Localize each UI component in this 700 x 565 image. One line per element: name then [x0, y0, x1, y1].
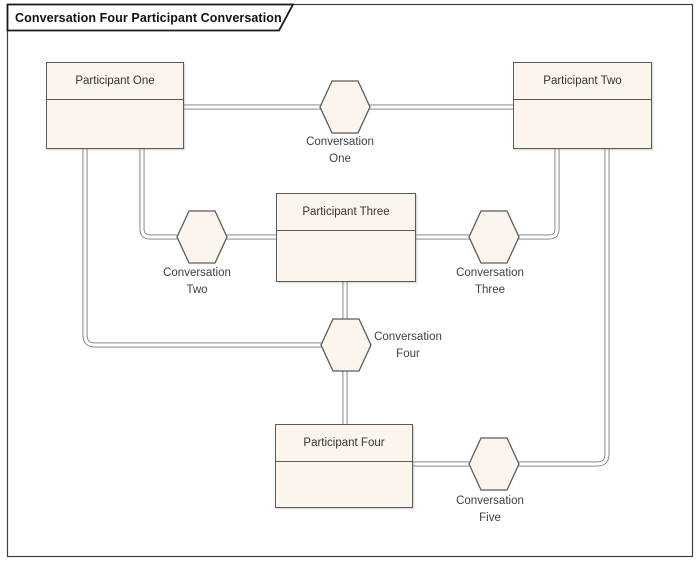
conversation-three-hexagon[interactable] [468, 210, 520, 264]
label-line: Conversation [374, 331, 442, 343]
participant-two-label: Participant Two [543, 75, 622, 87]
conversation-two-label: Conversation Two [142, 265, 252, 299]
conversation-two-hexagon[interactable] [176, 210, 228, 264]
participant-four-header: Participant Four [276, 425, 412, 462]
label-line: Conversation [306, 136, 374, 148]
label-line: Conversation [163, 267, 231, 279]
participant-two-box[interactable]: Participant Two [513, 62, 652, 149]
label-line: Conversation [456, 495, 524, 507]
connector-conversation-five-participant-two[interactable] [517, 148, 610, 467]
participant-three-body [277, 231, 415, 281]
participant-four-body [276, 462, 412, 507]
conversation-four-hexagon[interactable] [320, 318, 372, 372]
participant-one-label: Participant One [75, 75, 155, 87]
participant-two-header: Participant Two [514, 63, 651, 100]
participant-one-header: Participant One [47, 63, 183, 100]
conversation-one-hexagon[interactable] [319, 80, 371, 134]
diagram-frame-border [6, 3, 694, 558]
participant-one-body [47, 100, 183, 148]
label-line: Two [186, 284, 208, 296]
connector-conversation-three-participant-two[interactable] [517, 148, 560, 240]
participant-one-box[interactable]: Participant One [46, 62, 184, 149]
participant-four-label: Participant Four [303, 437, 385, 449]
participant-three-label: Participant Three [302, 206, 390, 218]
connector-participant-one-conversation-two[interactable] [139, 148, 179, 240]
participant-three-header: Participant Three [277, 194, 415, 231]
conversation-one-label: Conversation One [285, 134, 395, 168]
label-line: Four [396, 348, 420, 360]
label-line: Three [474, 284, 506, 296]
conversation-five-label: Conversation Five [435, 493, 545, 527]
participant-four-box[interactable]: Participant Four [275, 424, 413, 508]
label-line: Conversation [456, 267, 524, 279]
diagram-frame-tab [6, 3, 295, 32]
label-line: One [329, 153, 351, 165]
conversation-four-label: Conversation Four [353, 329, 463, 363]
participant-three-box[interactable]: Participant Three [276, 193, 416, 282]
participant-two-body [514, 100, 651, 148]
conversation-five-hexagon[interactable] [468, 437, 520, 491]
conversation-three-label: Conversation Three [435, 265, 545, 299]
diagram-frame-title: Conversation Four Participant Conversati… [15, 10, 282, 25]
label-line: Five [479, 512, 501, 524]
connector-participant-one-conversation-four[interactable] [82, 148, 323, 348]
